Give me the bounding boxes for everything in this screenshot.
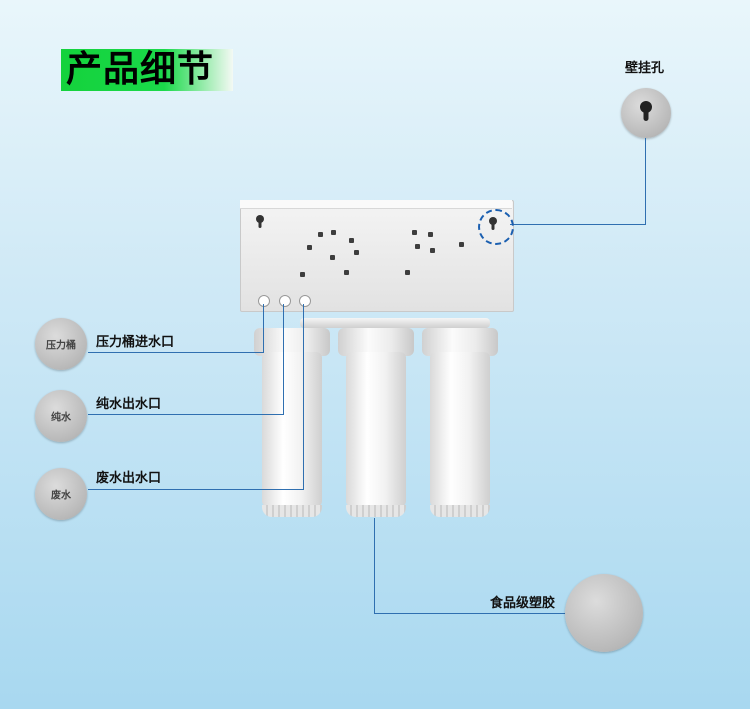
wall-hole-highlight	[478, 209, 514, 245]
mount-hole	[331, 230, 336, 235]
waste-outlet-leader-vertical	[303, 304, 304, 490]
food-plastic-sample	[565, 574, 643, 652]
mount-hole	[428, 232, 433, 237]
wall-hole-detail	[621, 88, 671, 138]
mount-hole	[300, 272, 305, 277]
waste-water-badge: 废水	[35, 468, 87, 520]
filter-base-3	[430, 505, 490, 517]
pure-outlet-port	[279, 295, 291, 307]
mount-hole	[412, 230, 417, 235]
food-plastic-label: 食品级塑胶	[490, 596, 556, 611]
filter-canister-2	[346, 352, 406, 507]
mount-hole	[430, 248, 435, 253]
pressure-inlet-port	[258, 295, 270, 307]
filter-base-2	[346, 505, 406, 517]
filter-base-1	[262, 505, 322, 517]
pressure-inlet-label: 压力桶进水口	[96, 335, 175, 350]
pipe-connector	[300, 318, 490, 328]
food-plastic-leader-horizontal	[374, 613, 566, 614]
pressure-inlet-leader-horizontal	[88, 352, 263, 353]
filter-canister-3	[430, 352, 490, 507]
mount-hole	[307, 245, 312, 250]
mount-hole	[354, 250, 359, 255]
pure-water-badge: 纯水	[35, 390, 87, 442]
badge-text: 压力桶	[46, 340, 76, 352]
mount-hole	[459, 242, 464, 247]
pressure-inlet-leader-vertical	[263, 304, 264, 353]
filter-cap-3	[422, 328, 498, 356]
filter-canister-1	[262, 352, 322, 507]
wall-hole-label: 壁挂孔	[625, 61, 665, 76]
waste-outlet-port	[299, 295, 311, 307]
pure-outlet-leader-horizontal	[88, 414, 283, 415]
waste-outlet-label: 废水出水口	[96, 471, 162, 486]
mount-hole	[349, 238, 354, 243]
mount-hole	[330, 255, 335, 260]
waste-outlet-leader-horizontal	[88, 489, 304, 490]
pure-outlet-label: 纯水出水口	[96, 397, 162, 412]
housing-top-edge	[240, 200, 512, 209]
badge-text: 纯水	[51, 412, 71, 424]
keyhole-icon	[256, 215, 264, 228]
wall-hole-leader-horizontal	[510, 224, 646, 225]
page-title: 产品细节	[66, 48, 215, 90]
pressure-tank-badge: 压力桶	[35, 318, 87, 370]
title-banner	[61, 49, 233, 91]
filter-cap-1	[254, 328, 330, 356]
food-plastic-leader-vertical	[374, 518, 375, 613]
mount-hole	[405, 270, 410, 275]
purifier-housing	[240, 200, 514, 312]
mount-hole	[344, 270, 349, 275]
wall-hole-leader-vertical	[645, 138, 646, 224]
mount-hole	[415, 244, 420, 249]
keyhole-icon	[640, 101, 652, 121]
badge-text: 废水	[51, 490, 71, 502]
mount-hole	[318, 232, 323, 237]
filter-cap-2	[338, 328, 414, 356]
pure-outlet-leader-vertical	[283, 304, 284, 415]
